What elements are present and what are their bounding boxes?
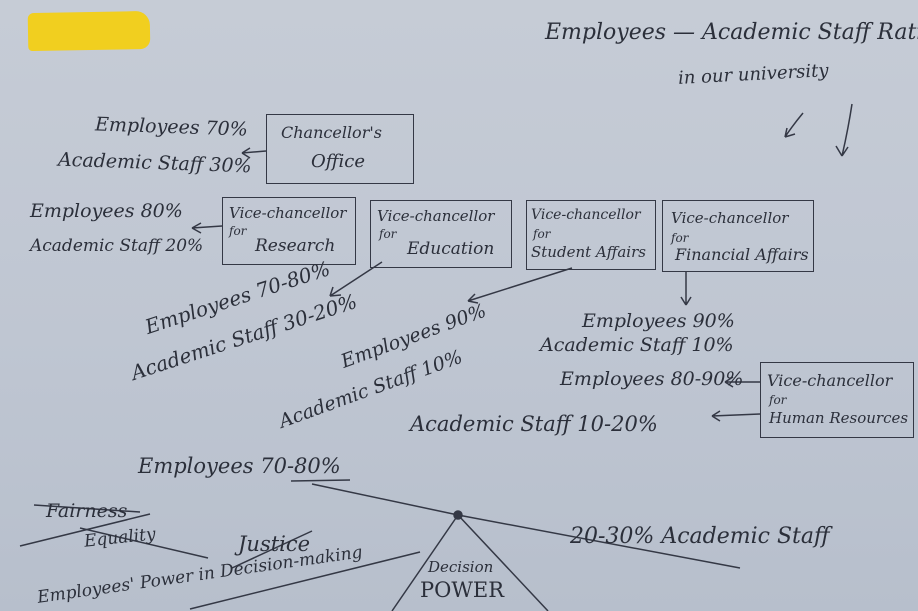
box-line-1: Vice-chancellor	[377, 207, 495, 225]
box-line-2: for	[229, 224, 247, 238]
box-line-1: Vice-chancellor	[671, 209, 789, 227]
crossed-word-justice: Justice	[238, 532, 311, 556]
vc-student-affairs-box: Vice-chancellor for Student Affairs	[526, 200, 656, 270]
box-line-3: Student Affairs	[531, 243, 646, 261]
chancellor-arrow	[241, 147, 267, 159]
student-arrow	[467, 267, 573, 304]
cross-power	[189, 551, 421, 610]
financial-arrow	[680, 272, 692, 306]
box-line-1: Vice-chancellor	[767, 371, 893, 390]
research-arrow	[191, 222, 223, 234]
cross-fairness-1	[19, 513, 151, 547]
box-line-2: for	[769, 393, 787, 407]
hr-arrow-1	[724, 376, 760, 388]
box-line-3: Education	[407, 239, 495, 259]
box-line-2: for	[533, 227, 551, 241]
title-arrow-2	[835, 103, 853, 157]
fulcrum-triangle	[391, 514, 549, 611]
vc-research-box: Vice-chancellor for Research	[222, 197, 356, 265]
research-employees: Employees 80%	[30, 200, 183, 222]
fulcrum-label-2: POWER	[420, 578, 505, 602]
box-line-2: for	[379, 227, 397, 241]
cross-equality	[79, 527, 209, 559]
chancellors-office-box: Chancellor's Office	[266, 114, 414, 184]
title-arrow-1	[784, 112, 804, 138]
title-line-1: Employees — Academic Staff Ratio	[545, 20, 918, 45]
box-line-2: Office	[311, 151, 365, 172]
box-line-3: Research	[255, 236, 336, 256]
financial-academic: Academic Staff 10%	[540, 334, 734, 356]
hr-arrow-2	[711, 410, 761, 422]
scale-left-label: Employees 70-80%	[138, 454, 341, 478]
vc-education-box: Vice-chancellor for Education	[370, 200, 512, 268]
box-line-2: for	[671, 231, 689, 245]
box-line-3: Financial Affairs	[675, 245, 809, 264]
research-academic: Academic Staff 20%	[30, 236, 204, 256]
cross-justice	[231, 530, 313, 569]
scale-beam-right	[457, 514, 741, 569]
scale-right-label: 20-30% Academic Staff	[570, 524, 830, 549]
box-line-1: Chancellor's	[281, 123, 382, 142]
financial-employees: Employees 90%	[582, 310, 735, 332]
fulcrum-label-1: Decision	[428, 558, 494, 576]
cross-fairness-2	[33, 504, 141, 513]
hr-academic: Academic Staff 10-20%	[410, 412, 658, 436]
scale-beam-left	[311, 483, 459, 516]
underline-80	[290, 479, 351, 482]
box-line-1: Vice-chancellor	[229, 204, 347, 222]
box-line-1: Vice-chancellor	[531, 207, 641, 223]
hr-employees: Employees 80-90%	[560, 368, 744, 390]
vc-financial-affairs-box: Vice-chancellor for Financial Affairs	[662, 200, 814, 272]
box-line-3: Human Resources	[769, 409, 909, 427]
crossed-word-fairness: Fairness	[46, 500, 128, 522]
vc-human-resources-box: Vice-chancellor for Human Resources	[760, 362, 914, 438]
